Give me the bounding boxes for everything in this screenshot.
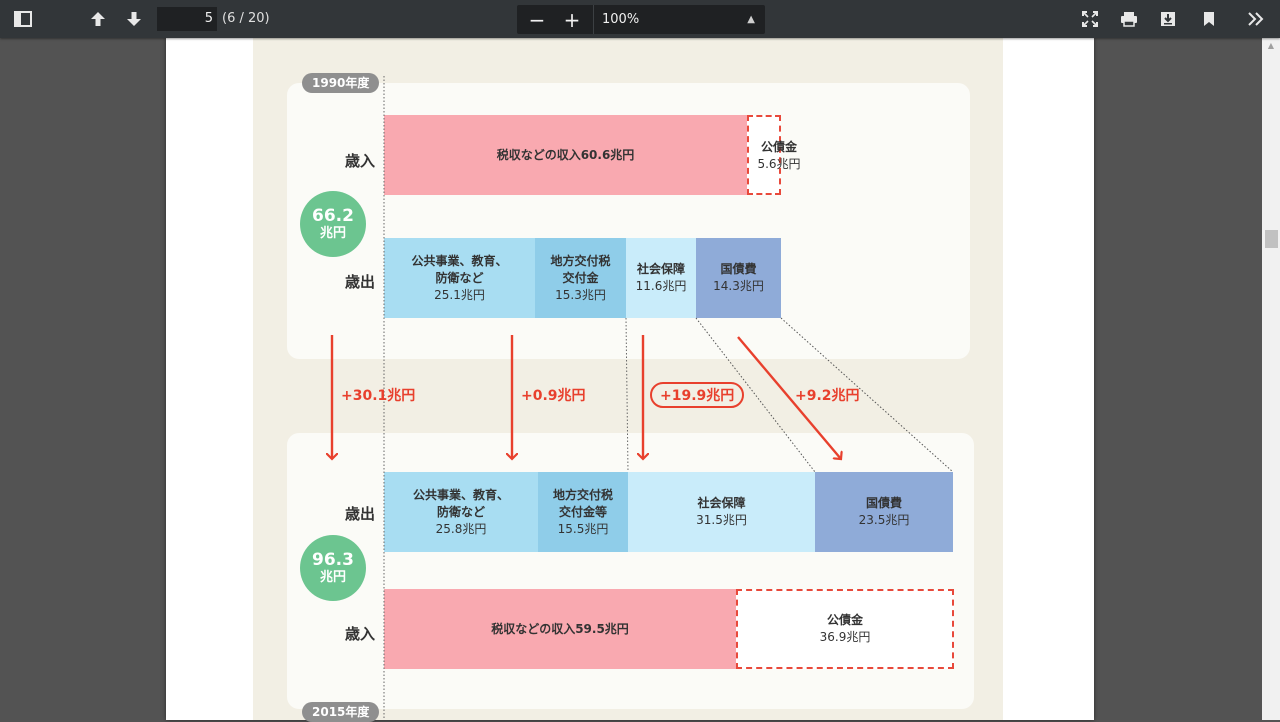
debt-guide-left [695, 317, 816, 473]
expenditure-debt-2015: 国債費 23.5兆円 [815, 472, 953, 552]
segment-line1: 公共事業、教育、 [412, 487, 509, 502]
pdf-page: 1990年度 歳入 歳出 66.2 兆円 税収などの収入60.6兆円 公債金 5… [166, 38, 1094, 722]
zoom-in-button[interactable]: + [563, 7, 581, 32]
expenditure-social-security-1990: 社会保障 11.6兆円 [626, 238, 696, 318]
expenditure-public-works-2015: 公共事業、教育、 防衛など 25.8兆円 [384, 472, 538, 552]
segment-text: 税収などの収入60.6兆円 [496, 147, 635, 162]
segment-line1: 国債費 [720, 262, 757, 276]
expenditure-debt-1990: 国債費 14.3兆円 [696, 238, 781, 318]
revenue-bonds-1990: 公債金 5.6兆円 [747, 115, 801, 195]
segment-line1: 国債費 [865, 496, 902, 510]
change-public-works: +30.1兆円 [341, 388, 416, 404]
tools-icon[interactable] [1245, 10, 1267, 28]
expenditure-label-2015: 歳出 [345, 505, 376, 523]
segment-title: 公債金 [826, 613, 863, 627]
total-badge-1990: 66.2 兆円 [300, 191, 366, 257]
page-number-input[interactable]: 5 [157, 7, 217, 31]
segment-line1: 社会保障 [636, 262, 685, 276]
zoom-divider [593, 5, 594, 34]
social-divider-line [625, 317, 629, 473]
previous-page-icon[interactable] [88, 10, 108, 28]
segment-line1: 地方交付税 [550, 253, 611, 268]
segment-line1: 公共事業、教育、 [411, 253, 508, 268]
revenue-tax-1990: 税収などの収入60.6兆円 [384, 115, 747, 195]
segment-value: 36.9兆円 [819, 630, 871, 644]
segment-value: 25.1兆円 [434, 287, 485, 302]
scroll-up-icon[interactable]: ▲ [1267, 40, 1275, 50]
segment-value: 14.3兆円 [713, 279, 764, 293]
total-badge-2015: 96.3 兆円 [300, 535, 366, 601]
download-icon[interactable] [1158, 10, 1178, 28]
year-label-2015: 2015年度 [302, 702, 380, 722]
zoom-value: 100% [602, 12, 640, 27]
total-value: 96.3 [312, 549, 354, 570]
change-social-security: +19.9兆円 [650, 382, 745, 408]
segment-line1: 社会保障 [697, 496, 746, 510]
print-icon[interactable] [1118, 10, 1140, 28]
revenue-tax-2015: 税収などの収入59.5兆円 [384, 589, 736, 669]
revenue-bonds-2015: 公債金 36.9兆円 [736, 589, 954, 669]
zoom-controls [517, 5, 765, 34]
segment-value: 5.6兆円 [757, 157, 801, 171]
segment-line2: 交付金等 [558, 504, 607, 519]
expenditure-social-security-2015: 社会保障 31.5兆円 [628, 472, 815, 552]
segment-line2: 防衛など [435, 270, 484, 285]
segment-value: 15.3兆円 [555, 287, 606, 302]
vertical-scrollbar[interactable]: ▲ [1262, 38, 1280, 720]
next-page-icon[interactable] [124, 10, 144, 28]
arrows-overlay [253, 76, 954, 720]
change-debt: +9.2兆円 [795, 388, 860, 404]
segment-value: 25.8兆円 [435, 521, 487, 536]
segment-value: 31.5兆円 [696, 513, 747, 527]
total-unit: 兆円 [319, 225, 346, 241]
segment-title: 公債金 [760, 140, 797, 154]
year-label-1990: 1990年度 [302, 73, 380, 93]
expenditure-local-tax-2015: 地方交付税 交付金等 15.5兆円 [538, 472, 628, 552]
zoom-select[interactable]: 100% ▲ [594, 5, 765, 34]
pdf-toolbar: 5 (6 / 20) − + 100% ▲ [0, 0, 1280, 38]
change-local-tax: +0.9兆円 [521, 388, 586, 404]
total-value: 66.2 [312, 205, 354, 226]
bookmark-icon[interactable] [1199, 10, 1219, 28]
segment-value: 11.6兆円 [635, 279, 687, 293]
expenditure-local-tax-1990: 地方交付税 交付金 15.3兆円 [535, 238, 626, 318]
segment-value: 15.5兆円 [557, 521, 609, 536]
total-unit: 兆円 [319, 569, 346, 585]
revenue-label-2015: 歳入 [345, 625, 376, 643]
budget-comparison-figure: 1990年度 歳入 歳出 66.2 兆円 税収などの収入60.6兆円 公債金 5… [253, 38, 1003, 722]
sidebar-toggle-icon[interactable] [13, 10, 33, 28]
segment-line1: 地方交付税 [552, 487, 613, 502]
chevron-updown-icon: ▲ [747, 14, 755, 25]
scrollbar-thumb[interactable] [1265, 230, 1278, 248]
expenditure-label-1990: 歳出 [345, 273, 376, 291]
segment-line2: 防衛など [436, 504, 485, 519]
document-viewer[interactable]: 1990年度 歳入 歳出 66.2 兆円 税収などの収入60.6兆円 公債金 5… [0, 38, 1280, 722]
segment-value: 23.5兆円 [858, 513, 910, 527]
segment-text: 税収などの収入59.5兆円 [491, 621, 629, 636]
zoom-out-button[interactable]: − [528, 7, 546, 32]
presentation-mode-icon[interactable] [1080, 10, 1100, 28]
expenditure-public-works-1990: 公共事業、教育、 防衛など 25.1兆円 [384, 238, 535, 318]
revenue-label-1990: 歳入 [345, 152, 376, 170]
page-count: (6 / 20) [222, 11, 270, 26]
segment-line2: 交付金 [562, 270, 599, 285]
arrow-debt [737, 336, 841, 459]
